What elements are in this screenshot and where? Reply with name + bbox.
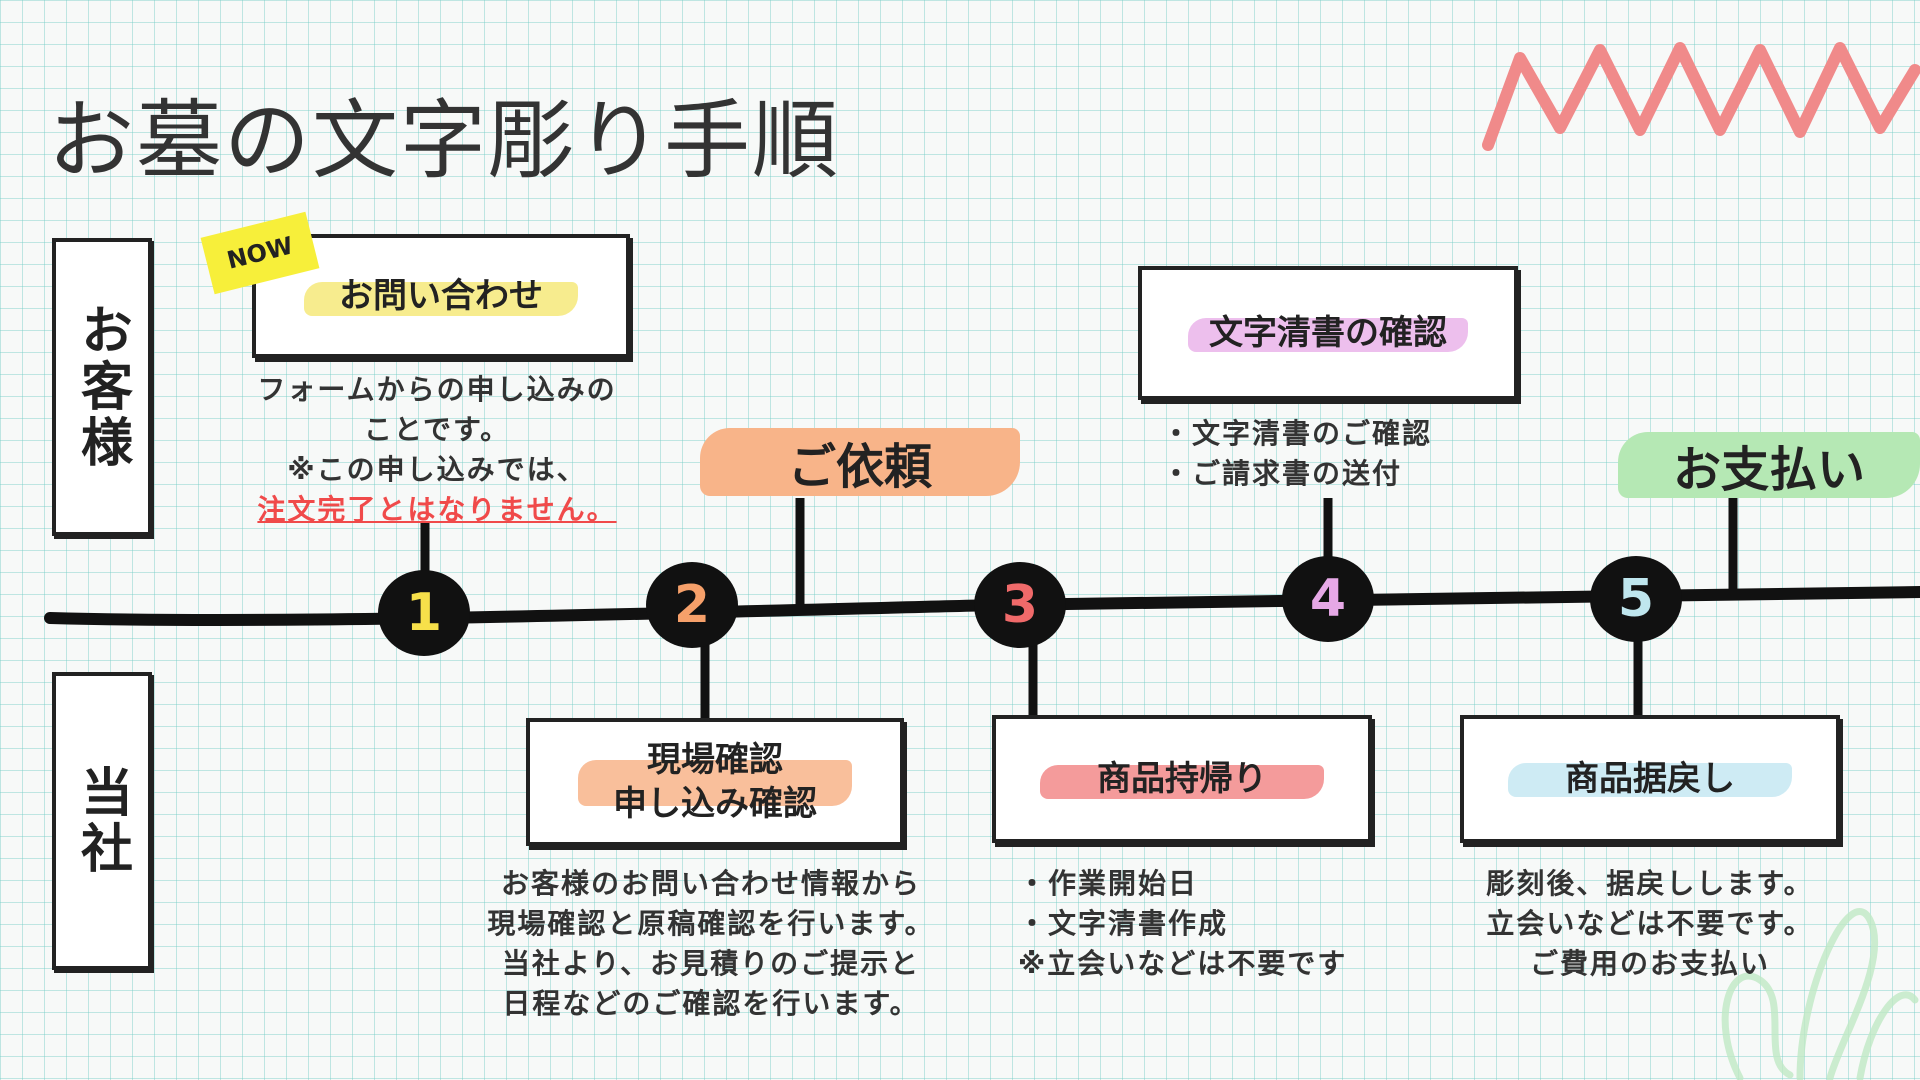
step-1-number: 1 [405, 583, 443, 643]
step-4-number: 4 [1309, 569, 1347, 629]
inquiry-highlight [304, 282, 578, 316]
inquiry-description: フォームからの申し込みの ことです。 ※この申し込みでは、 注文完了とはなりませ… [252, 370, 622, 530]
take-home-highlight [1040, 765, 1324, 799]
return-desc-line2: 立会いなどは不要です。 [1486, 907, 1814, 940]
zigzag-decoration [1482, 42, 1920, 151]
take-desc-line3: ※立会いなどは不要です [1018, 947, 1348, 980]
inquiry-desc-line1: フォームからの申し込みの [257, 373, 617, 406]
site-check-line1: 現場確認 [647, 739, 783, 780]
lane-customer: お客様 [52, 238, 152, 536]
page-title: お墓の文字彫り手順 [48, 91, 840, 191]
inquiry-desc-line2: ことです。 [363, 413, 511, 446]
site-check-description: お客様のお問い合わせ情報から 現場確認と原稿確認を行います。 当社より、お見積り… [466, 864, 956, 1024]
site-check-line2: 申し込み確認 [613, 784, 817, 824]
return-box: 商品据戻し [1460, 715, 1840, 843]
site-desc-line2: 現場確認と原稿確認を行います。 [487, 907, 935, 940]
request-tag: ご依頼 [700, 428, 1020, 496]
lane-company-label: 当社 [71, 765, 132, 877]
step-3-number: 3 [1001, 575, 1039, 635]
payment-tag: お支払い [1618, 432, 1920, 498]
check-text-highlight [1188, 318, 1468, 352]
step-1-marker: 1 [378, 570, 470, 656]
request-tag-label: ご依頼 [787, 439, 932, 495]
check-text-description: ・文字清書のご確認 ・ご請求書の送付 [1162, 414, 1432, 494]
inquiry-label: お問い合わせ [339, 275, 543, 316]
inquiry-box: お問い合わせ [252, 234, 630, 358]
swirl-decoration [1721, 908, 1919, 1080]
take-home-label: 商品持帰り [1097, 758, 1267, 799]
site-desc-line1: お客様のお問い合わせ情報から [500, 867, 921, 900]
step-4-marker: 4 [1282, 556, 1374, 642]
step-5-number: 5 [1617, 569, 1655, 629]
return-desc-line3: ご費用のお支払い [1529, 947, 1770, 980]
take-desc-line2: ・文字清書作成 [1018, 907, 1229, 940]
return-desc-line1: 彫刻後、据戻しします。 [1486, 867, 1814, 900]
take-desc-line1: ・作業開始日 [1018, 867, 1199, 900]
site-check-highlight [578, 760, 852, 806]
return-label: 商品据戻し [1565, 758, 1735, 799]
inquiry-desc-line4: 注文完了とはなりません。 [257, 493, 617, 526]
check-desc-line2: ・ご請求書の送付 [1162, 457, 1403, 490]
check-text-label: 文字清書の確認 [1209, 312, 1447, 353]
site-desc-line4: 日程などのご確認を行います。 [502, 987, 920, 1020]
take-home-box: 商品持帰り [992, 715, 1372, 843]
inquiry-desc-line3: ※この申し込みでは、 [287, 453, 587, 486]
site-desc-line3: 当社より、お見積りのご提示と [501, 947, 921, 980]
step-2-marker: 2 [646, 562, 738, 648]
lane-customer-label: お客様 [71, 303, 132, 471]
site-check-label: 現場確認 申し込み確認 [595, 736, 835, 828]
take-home-description: ・作業開始日 ・文字清書作成 ※立会いなどは不要です [1018, 864, 1347, 984]
step-2-number: 2 [673, 575, 711, 635]
step-3-marker: 3 [974, 562, 1066, 648]
step-5-marker: 5 [1590, 556, 1682, 642]
check-desc-line1: ・文字清書のご確認 [1162, 417, 1433, 450]
site-check-box: 現場確認 申し込み確認 [526, 718, 904, 846]
lane-company: 当社 [52, 672, 152, 970]
return-highlight [1508, 763, 1792, 797]
check-text-box: 文字清書の確認 [1138, 266, 1518, 400]
return-description: 彫刻後、据戻しします。 立会いなどは不要です。 ご費用のお支払い [1440, 864, 1860, 984]
payment-tag-label: お支払い [1672, 442, 1865, 498]
